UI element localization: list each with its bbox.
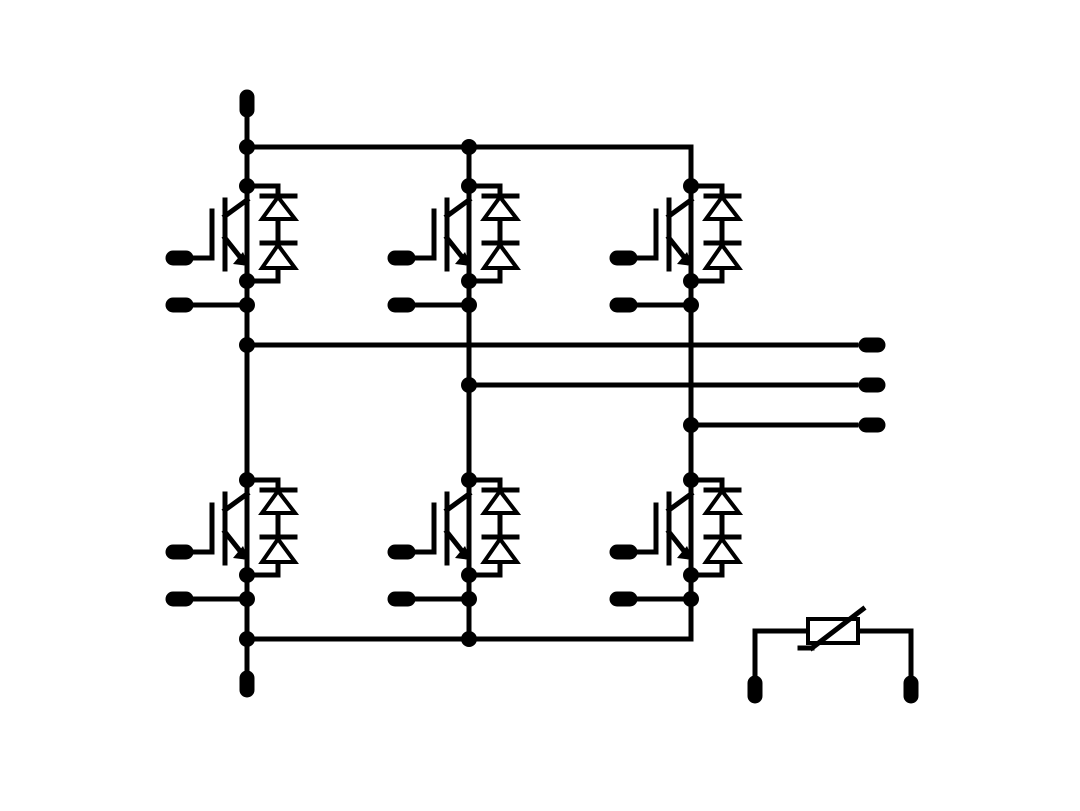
low-side-switch bbox=[387, 472, 522, 607]
ntc-left-lead bbox=[752, 628, 811, 683]
emitter-arrow bbox=[455, 252, 471, 266]
junction-dot bbox=[239, 591, 255, 607]
diode-triangle bbox=[702, 193, 744, 221]
diode-triangle bbox=[702, 241, 743, 270]
diode-frame bbox=[688, 477, 725, 578]
junction-dot bbox=[461, 631, 477, 647]
junction-dot bbox=[461, 178, 477, 194]
diode-triangle bbox=[480, 487, 522, 515]
emitter-arrow bbox=[677, 252, 693, 266]
junction-dot bbox=[239, 297, 255, 313]
collector-lead bbox=[665, 196, 695, 220]
high-side-switch bbox=[387, 178, 522, 313]
ntc-slash bbox=[808, 605, 867, 652]
low-side-switch bbox=[165, 472, 300, 607]
junction-dot bbox=[239, 178, 255, 194]
diode-triangle bbox=[480, 241, 521, 270]
junction-dot bbox=[461, 139, 477, 155]
junction-dot bbox=[461, 377, 477, 393]
junction-dot bbox=[239, 567, 255, 583]
emitter-arrow bbox=[233, 546, 249, 560]
collector-lead bbox=[665, 490, 695, 514]
diode-triangle bbox=[480, 535, 521, 564]
ntc-thermistor bbox=[752, 605, 914, 683]
junction-dot bbox=[683, 417, 699, 433]
high-side-switch bbox=[165, 178, 300, 313]
junction-dot bbox=[461, 297, 477, 313]
junction-dot bbox=[683, 472, 699, 488]
diode-frame bbox=[466, 477, 503, 578]
terminal-group bbox=[239, 89, 919, 704]
diode-triangle bbox=[702, 535, 743, 564]
collector-lead bbox=[221, 490, 251, 514]
junction-dot bbox=[239, 337, 255, 353]
ntc-right-lead bbox=[855, 628, 914, 683]
junction-dot bbox=[461, 591, 477, 607]
junction-dot-group bbox=[239, 139, 699, 647]
high-side-switch bbox=[609, 178, 744, 313]
junction-dot bbox=[239, 472, 255, 488]
diode-triangle bbox=[702, 487, 744, 515]
bridge-wiring bbox=[244, 105, 859, 681]
junction-dot bbox=[461, 273, 477, 289]
diode-frame bbox=[688, 183, 725, 284]
diode-triangle bbox=[258, 193, 300, 221]
diode-triangle bbox=[258, 487, 300, 515]
junction-dot bbox=[461, 472, 477, 488]
diode-triangle bbox=[480, 193, 522, 221]
emitter-arrow bbox=[677, 546, 693, 560]
junction-dot bbox=[239, 273, 255, 289]
junction-dot bbox=[461, 567, 477, 583]
diode-frame bbox=[466, 183, 503, 284]
collector-lead bbox=[443, 490, 473, 514]
collector-lead bbox=[221, 196, 251, 220]
low-side-switch bbox=[609, 472, 744, 607]
diode-frame bbox=[244, 477, 281, 578]
junction-dot bbox=[683, 591, 699, 607]
collector-lead bbox=[443, 196, 473, 220]
igbt-switch-group bbox=[165, 178, 744, 607]
junction-dot bbox=[239, 631, 255, 647]
junction-dot bbox=[683, 178, 699, 194]
diode-triangle bbox=[258, 535, 299, 564]
ntc-body bbox=[806, 617, 860, 645]
emitter-arrow bbox=[455, 546, 471, 560]
junction-dot bbox=[683, 297, 699, 313]
emitter-arrow bbox=[233, 252, 249, 266]
junction-dot bbox=[683, 273, 699, 289]
junction-dot bbox=[683, 567, 699, 583]
junction-dot bbox=[239, 139, 255, 155]
diode-frame bbox=[244, 183, 281, 284]
diode-triangle bbox=[258, 241, 299, 270]
